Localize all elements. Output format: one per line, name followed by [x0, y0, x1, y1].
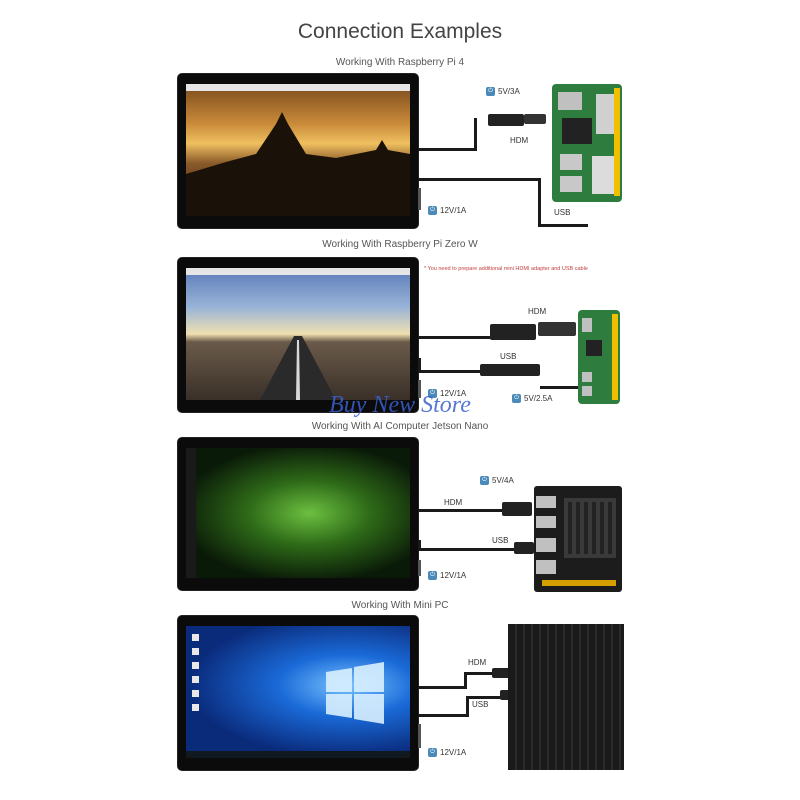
section-title-minipc: Working With Mini PC	[351, 600, 449, 611]
hdmi-plug	[488, 114, 524, 126]
mini-hdmi-adapter	[538, 322, 576, 336]
usb-cable	[418, 714, 468, 717]
hdmi-label: HDM	[528, 307, 547, 316]
hdmi-plug	[490, 324, 536, 340]
desktop-dock	[186, 448, 196, 578]
nvidia-wallpaper	[186, 448, 410, 578]
usb-cable-bottom	[538, 224, 588, 227]
power-badge-jetson: ⏻12V/1A	[428, 571, 466, 580]
power-cable	[418, 724, 421, 748]
windows-logo	[192, 634, 384, 724]
monitor-minipc	[178, 616, 418, 770]
hdmi-cable-vertical	[464, 672, 467, 689]
section-title-pi4: Working With Raspberry Pi 4	[335, 57, 465, 68]
power-badge-pi4-in: ⏻5V/3A	[486, 87, 520, 96]
hdmi-cable-vertical	[474, 118, 477, 151]
usb-plug	[514, 542, 534, 554]
adapter-note: * You need to prepare additional mini HD…	[424, 266, 588, 272]
windows-taskbar	[186, 751, 410, 758]
monitor-pi4	[178, 74, 418, 228]
power-cable	[418, 560, 421, 576]
monitor-pizero	[178, 258, 418, 412]
temple-silhouette	[186, 112, 410, 216]
hdmi-cable	[418, 148, 476, 151]
desktop-taskbar	[186, 268, 410, 275]
power-cable	[418, 380, 421, 398]
jetson-nano-board	[534, 486, 622, 592]
power-icon: ⏻	[428, 571, 437, 580]
usb-label: USB	[492, 536, 509, 545]
power-icon: ⏻	[428, 389, 437, 398]
usb-label: USB	[472, 700, 489, 709]
power-badge-jetson-in: ⏻5V/4A	[480, 476, 514, 485]
power-icon: ⏻	[428, 748, 437, 757]
usb-cable-horizontal	[418, 370, 480, 373]
power-badge-pizero-in: ⏻5V/2.5A	[512, 394, 552, 403]
monitor-jetson	[178, 438, 418, 590]
usb-label: USB	[500, 352, 517, 361]
power-icon: ⏻	[512, 394, 521, 403]
section-title-pizero: Working With Raspberry Pi Zero W	[322, 239, 478, 250]
mini-pc-case	[508, 624, 624, 770]
usb-label: USB	[554, 208, 571, 217]
usb-cable-horizontal	[418, 548, 514, 551]
power-badge-pizero: ⏻12V/1A	[428, 389, 466, 398]
hdmi-label: HDM	[444, 498, 463, 507]
usb-cable	[418, 358, 421, 372]
windows-wallpaper	[186, 626, 410, 758]
hdmi-plug	[492, 668, 510, 678]
power-cable	[418, 188, 421, 210]
usb-cable-top	[466, 696, 506, 699]
hdmi-label: HDM	[468, 658, 487, 667]
power-badge-minipc: ⏻12V/1A	[428, 748, 466, 757]
hdmi-cable	[418, 686, 466, 689]
usb-cable	[418, 540, 421, 550]
hdmi-cable	[418, 336, 490, 339]
power-in-cable	[540, 386, 580, 389]
desktop-taskbar	[186, 84, 410, 91]
section-title-jetson: Working With AI Computer Jetson Nano	[311, 421, 489, 432]
usb-adapter	[480, 364, 540, 376]
micro-hdmi-adapter	[524, 114, 546, 124]
usb-cable	[418, 178, 538, 181]
raspberry-pi-4-board	[552, 84, 622, 202]
hdmi-cable	[418, 509, 502, 512]
sunset-wallpaper	[186, 84, 410, 216]
hdmi-plug	[502, 502, 532, 516]
usb-plug	[500, 690, 514, 700]
usb-cable-down	[538, 178, 541, 226]
power-icon: ⏻	[428, 206, 437, 215]
hdmi-cable-top	[464, 672, 494, 675]
power-icon: ⏻	[486, 87, 495, 96]
watermark: Buy New Store	[329, 392, 471, 418]
hdmi-label: HDM	[510, 136, 529, 145]
road-illustration	[260, 336, 336, 400]
road-wallpaper	[186, 268, 410, 400]
usb-cable-vertical	[466, 696, 469, 717]
page-title: Connection Examples	[297, 20, 503, 43]
power-badge-pi4: ⏻12V/1A	[428, 206, 466, 215]
raspberry-pi-zero-board	[578, 310, 620, 404]
power-icon: ⏻	[480, 476, 489, 485]
